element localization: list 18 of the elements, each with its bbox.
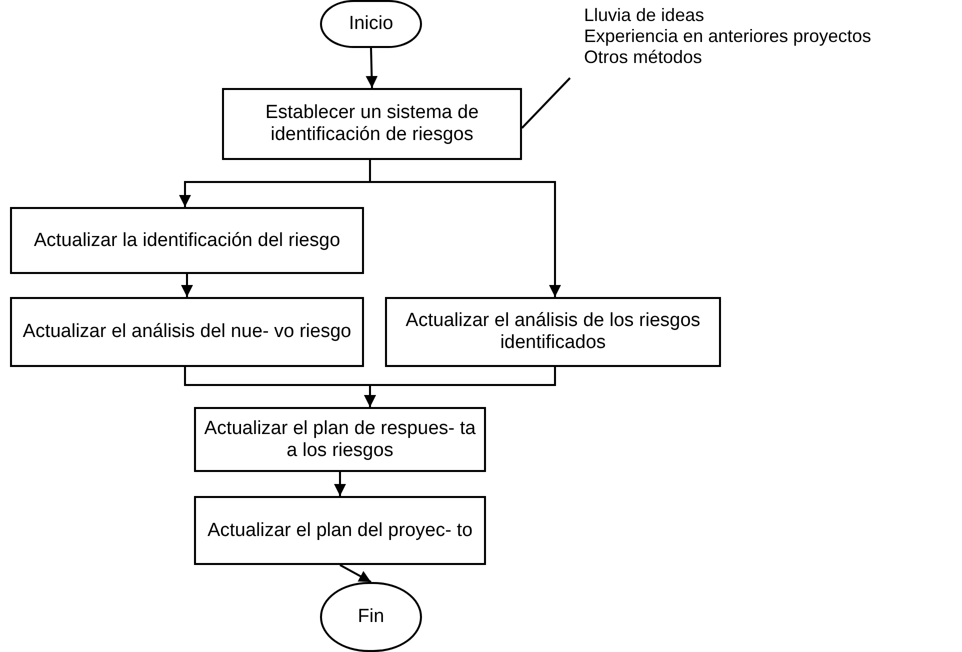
terminal-shape: Inicio xyxy=(320,0,422,48)
leader-line xyxy=(521,77,571,129)
arrow xyxy=(364,367,556,407)
process-box: Actualizar el análisis del nue- vo riesgo xyxy=(10,297,364,367)
arrow xyxy=(340,564,372,583)
process-box: Establecer un sistema de identificación de riesgos xyxy=(222,88,522,160)
arrow xyxy=(369,160,561,297)
note-text: Experiencia en anteriores proyectos xyxy=(584,26,872,47)
process-box: Actualizar el plan del proyec- to xyxy=(194,496,486,565)
arrow xyxy=(366,48,378,88)
note-text: Otros métodos xyxy=(584,47,704,68)
terminal-shape: Fin xyxy=(320,582,422,652)
arrow xyxy=(181,274,193,297)
note-text: Lluvia de ideas xyxy=(584,5,706,26)
arrow xyxy=(334,472,346,496)
process-box: Actualizar la identificación del riesgo xyxy=(10,207,364,274)
process-box: Actualizar el análisis de los riesgos identificados xyxy=(385,297,721,367)
process-box: Actualizar el plan de respues- ta a los riesgos xyxy=(194,407,486,472)
